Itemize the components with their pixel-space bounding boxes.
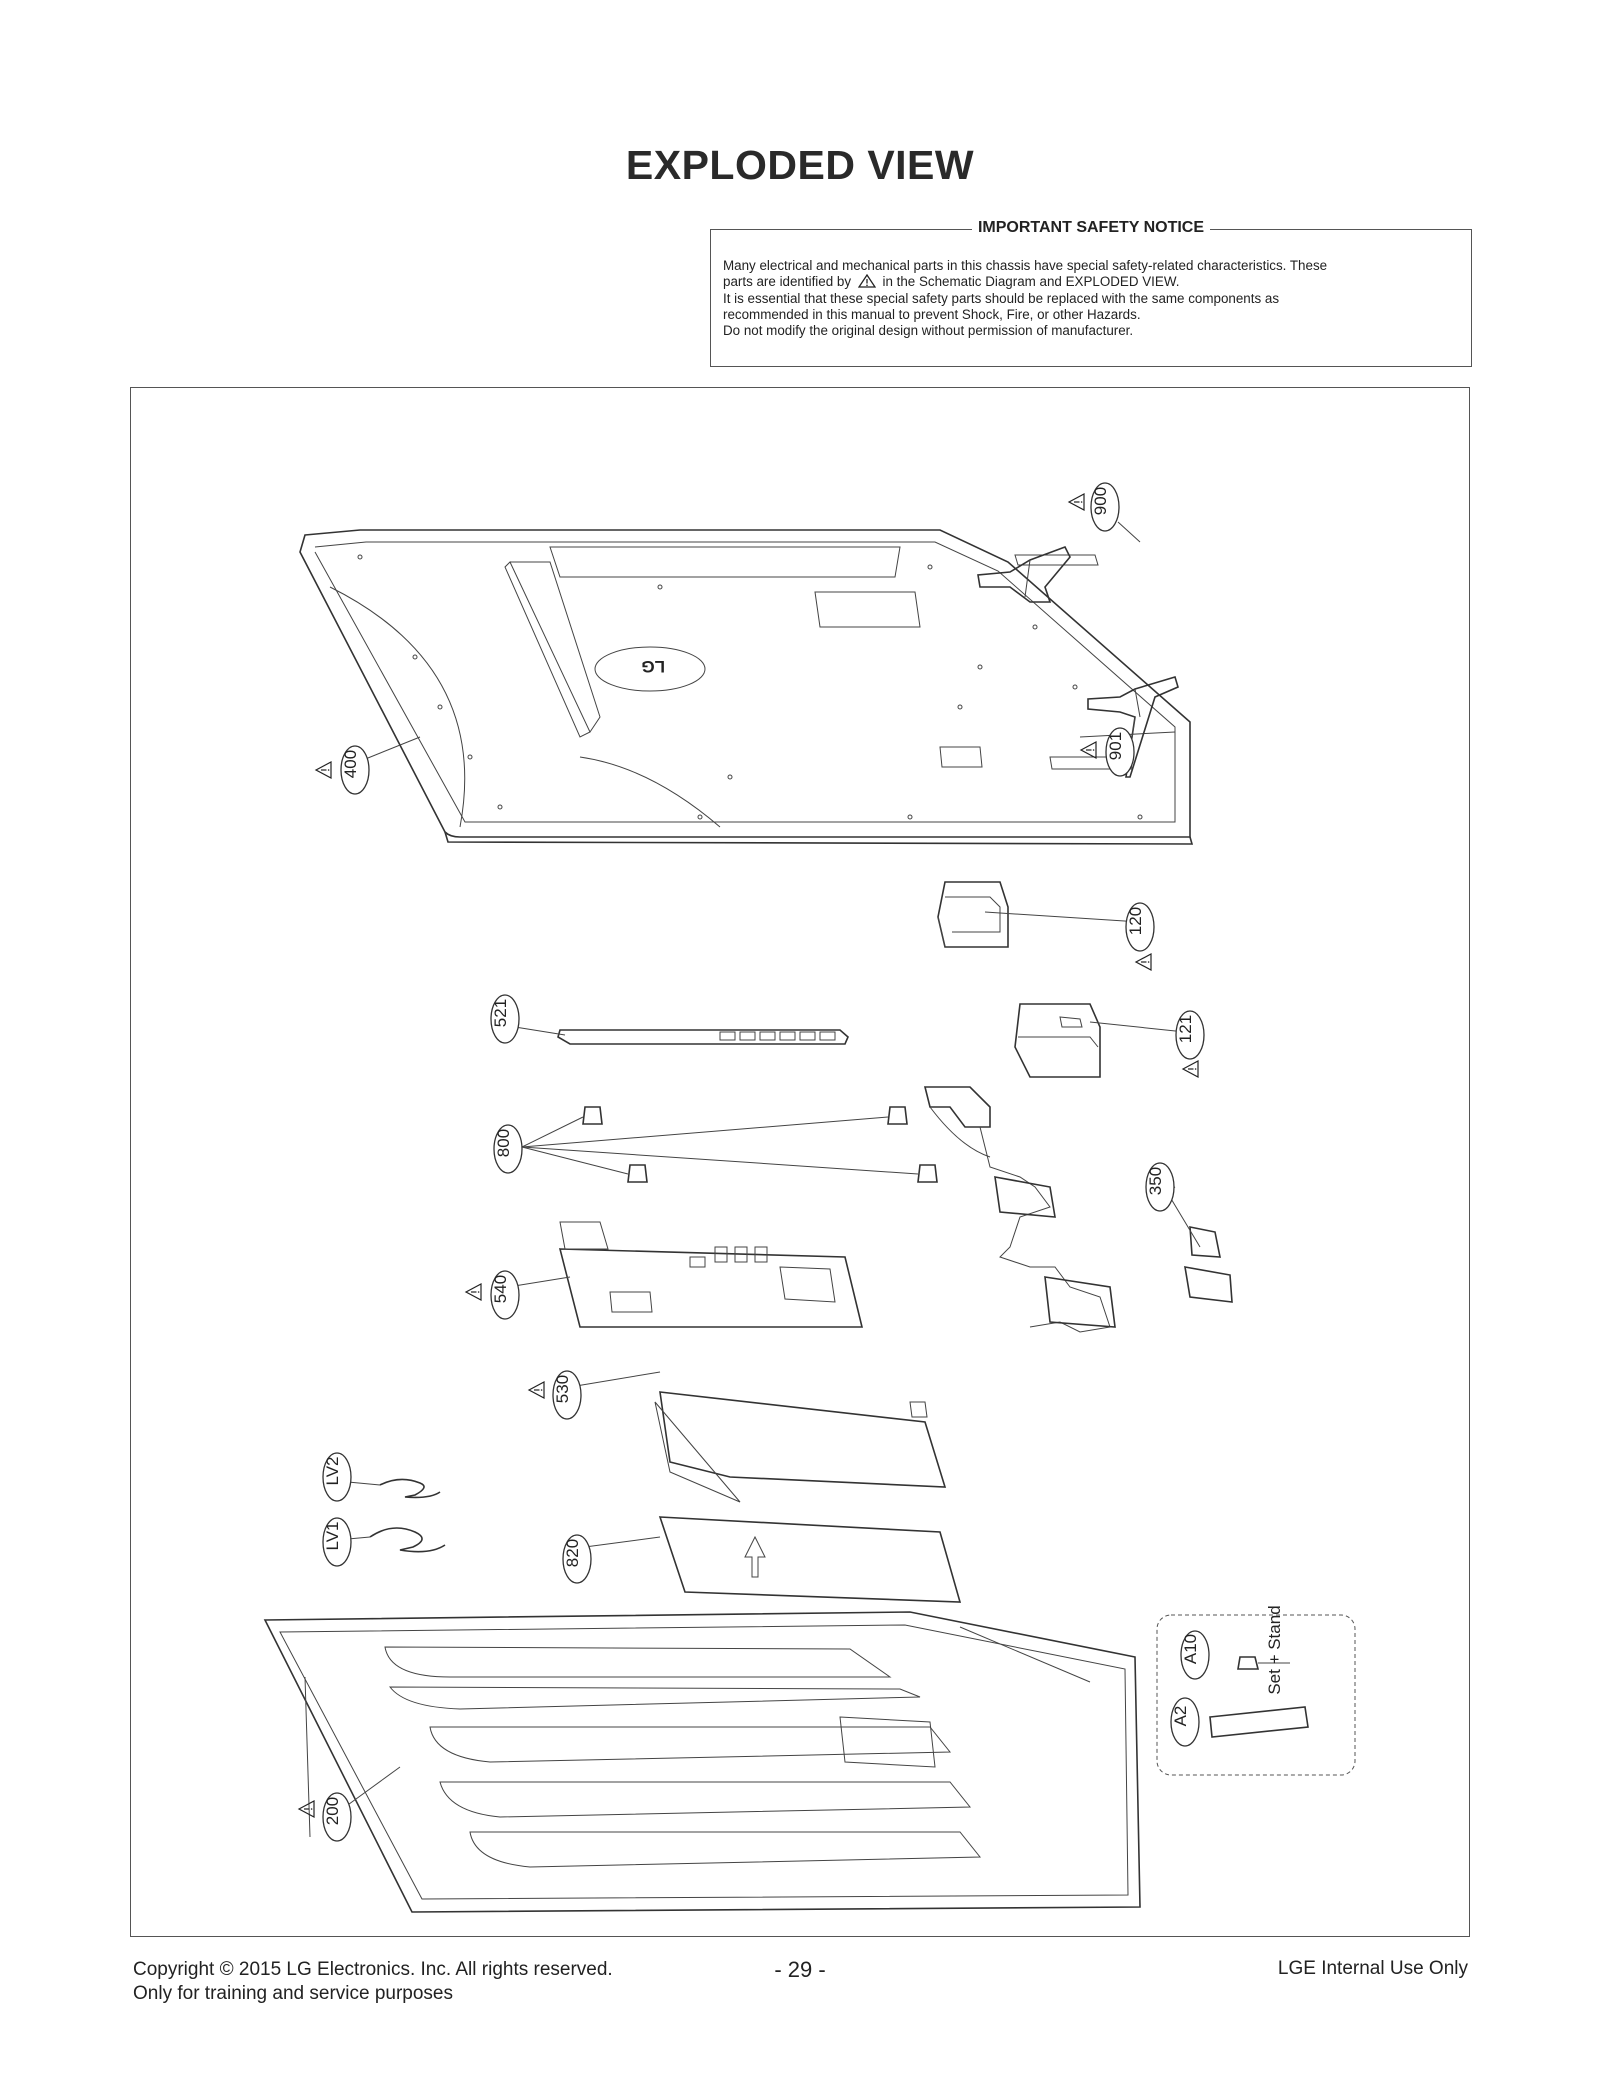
label-400: 400 — [341, 750, 360, 778]
board-part-521 — [557, 1029, 849, 1045]
speaker-part-120 — [937, 881, 1009, 948]
label-350: 350 — [1146, 1167, 1165, 1195]
diagram-frame — [130, 387, 1470, 1937]
label-800: 800 — [494, 1129, 513, 1157]
label-820: 820 — [563, 1539, 582, 1567]
shield-part-530 — [654, 1391, 947, 1503]
notice-line-3: It is essential that these special safet… — [723, 290, 1280, 306]
callout-530: 530 — [528, 1370, 661, 1420]
main-board-part-540 — [558, 1221, 864, 1328]
safety-notice-box: IMPORTANT SAFETY NOTICE Many electrical … — [710, 219, 1472, 367]
screw-part-800 — [521, 1106, 938, 1183]
lvds-cable-lv2 — [379, 1478, 441, 1499]
callout-901: 901 — [1080, 716, 1136, 777]
lg-logo-text: LG — [641, 657, 665, 676]
page-number: - 29 - — [774, 1957, 826, 1982]
callout-900: 900 — [1068, 482, 1141, 543]
speaker-part-121 — [1014, 1003, 1101, 1078]
safety-notice-body: Many electrical and mechanical parts in … — [723, 258, 1459, 339]
label-521: 521 — [491, 999, 510, 1027]
callout-a10: A10 Set + Stand — [1180, 1605, 1284, 1695]
callout-200: 200 — [298, 1766, 401, 1842]
notice-line-5: Do not modify the original design withou… — [723, 323, 1134, 339]
back-cover-part: LG — [299, 529, 1194, 845]
page-title: EXPLODED VIEW — [625, 142, 975, 188]
label-lv1: LV1 — [323, 1522, 342, 1551]
callout-800: 800 — [493, 1124, 523, 1174]
footer-internal: LGE Internal Use Only — [1277, 1958, 1468, 1979]
notice-line-2-rest: in the Schematic Diagram and EXPLODED VI… — [882, 274, 1180, 290]
lvds-cable-lv1 — [369, 1527, 446, 1553]
label-540: 540 — [491, 1275, 510, 1303]
callout-121: 121 — [1089, 1010, 1205, 1078]
label-lv2: LV2 — [323, 1457, 342, 1486]
notice-line-4: recommended in this manual to prevent Sh… — [723, 306, 1141, 322]
label-900: 900 — [1091, 487, 1110, 515]
exploded-view-diagram: LG — [263, 482, 1356, 1913]
notice-line-2: parts are identified by in the Schematic… — [723, 274, 1459, 290]
footer-copyright-block: Copyright © 2015 LG Electronics. Inc. Al… — [133, 1958, 613, 2006]
label-121: 121 — [1176, 1015, 1195, 1043]
cable-part-350 — [923, 1086, 1233, 1333]
label-a10: A10 — [1181, 1634, 1200, 1664]
label-set-stand: Set + Stand — [1265, 1605, 1284, 1694]
callout-820: 820 — [562, 1534, 661, 1584]
callout-lv1: LV1 — [322, 1517, 371, 1567]
footer-training: Only for training and service purposes — [133, 1983, 453, 2004]
callout-a2: A2 — [1170, 1697, 1200, 1747]
main-frame-part-200 — [263, 1611, 1141, 1913]
label-a2: A2 — [1171, 1706, 1190, 1727]
sheet-part-820 — [658, 1516, 962, 1603]
callout-540: 540 — [465, 1270, 571, 1320]
label-200: 200 — [323, 1797, 342, 1825]
callout-400: 400 — [315, 736, 421, 795]
safety-notice-title-wrap: IMPORTANT SAFETY NOTICE — [711, 219, 1471, 237]
callout-120: 120 — [984, 902, 1155, 971]
notice-line-1: Many electrical and mechanical parts in … — [723, 258, 1328, 273]
label-530: 530 — [553, 1375, 572, 1403]
label-120: 120 — [1126, 907, 1145, 935]
warning-triangle-icon — [857, 274, 876, 288]
label-901: 901 — [1106, 732, 1125, 760]
callout-350: 350 — [1145, 1162, 1201, 1248]
stand-part-900 — [977, 546, 1071, 603]
footer-copyright: Copyright © 2015 LG Electronics. Inc. Al… — [133, 1959, 613, 1980]
accessory-box — [1156, 1614, 1356, 1776]
safety-notice-title: IMPORTANT SAFETY NOTICE — [971, 219, 1211, 236]
notice-line-2-prefix: parts are identified by — [723, 274, 852, 290]
callout-lv2: LV2 — [322, 1452, 381, 1502]
callout-521: 521 — [490, 994, 566, 1044]
